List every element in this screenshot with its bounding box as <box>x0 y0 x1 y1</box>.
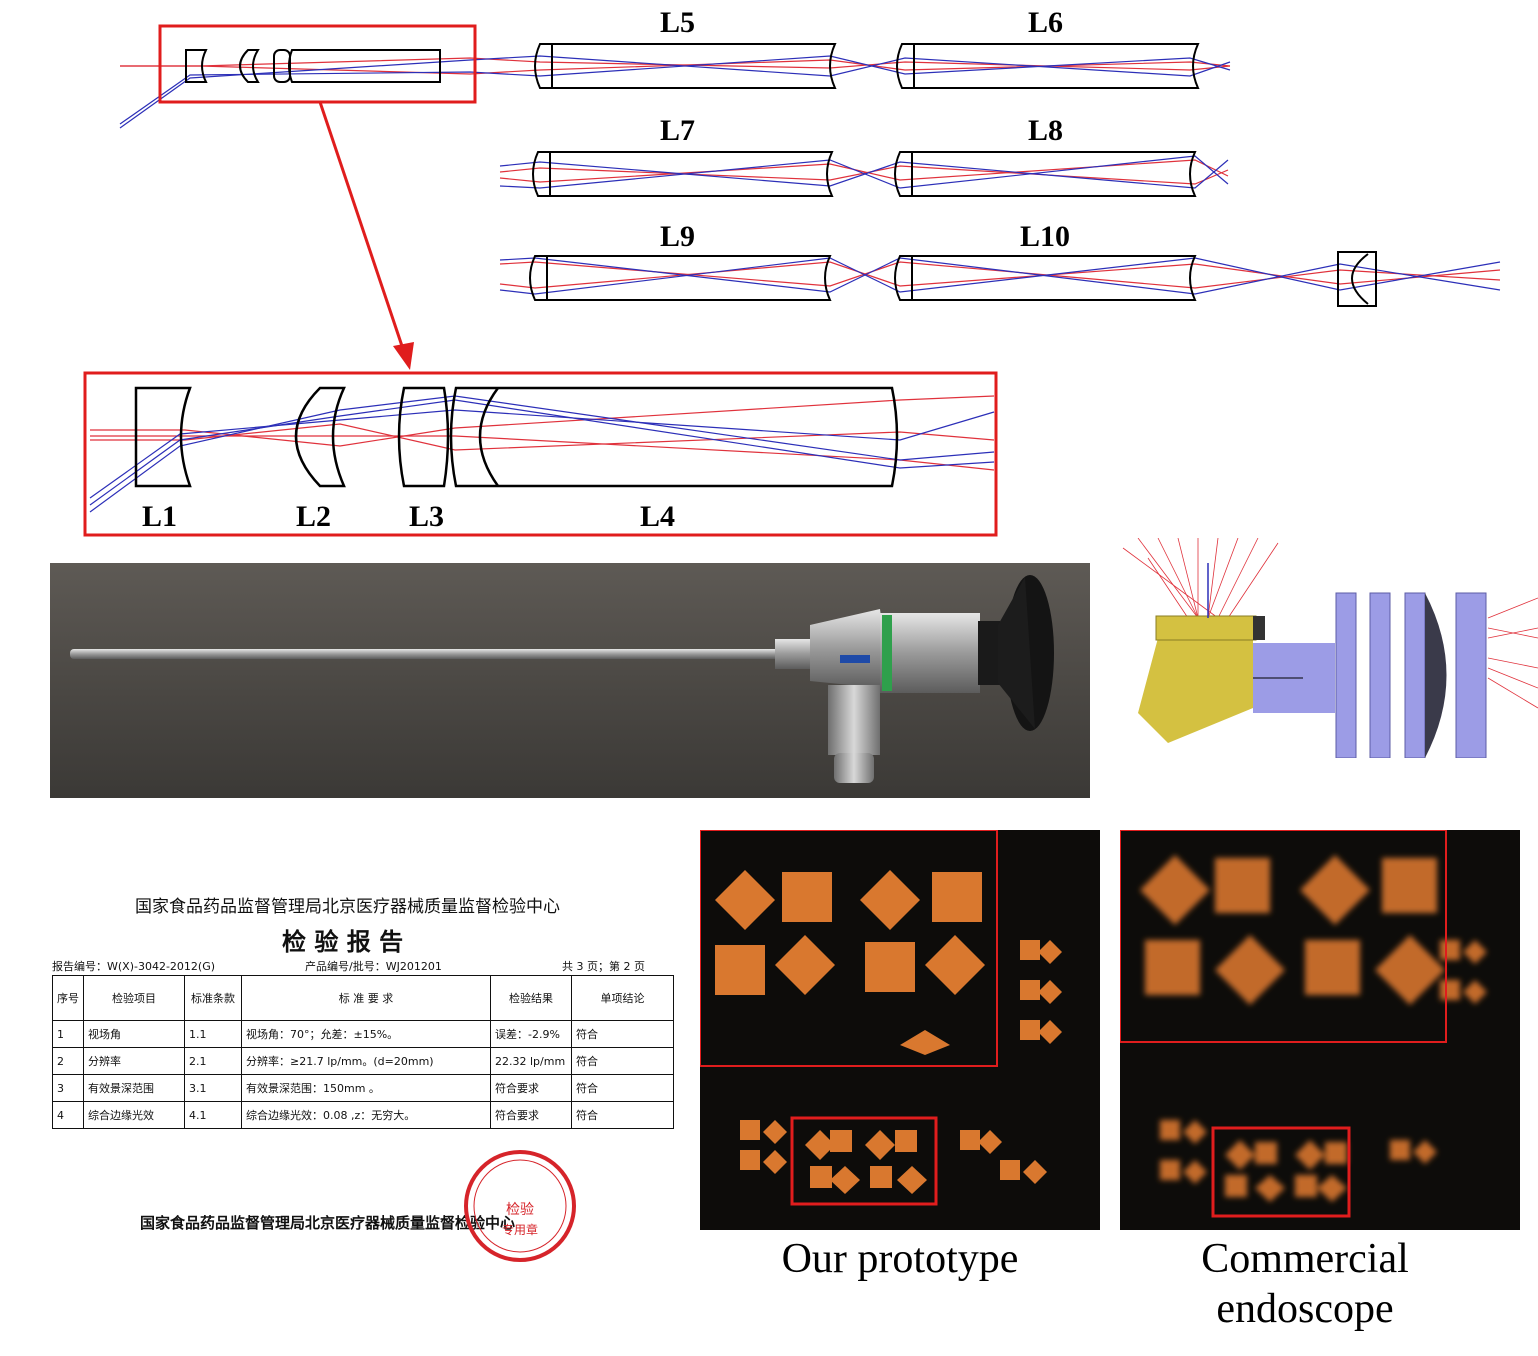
table-row: 1 视场角 1.1 视场角：70°；允差：±15%。 误差：-2.9% 符合 <box>52 1020 674 1048</box>
table-cell: 分辨率：≥21.7 lp/mm。(d=20mm) <box>241 1047 491 1075</box>
relay-lens-layout <box>83 24 1501 537</box>
table-cell: 符合 <box>571 1047 674 1075</box>
table-cell: 综合边缘光效：0.08 ,z：无穷大。 <box>241 1101 491 1129</box>
prototype-resolution-image <box>700 830 1100 1230</box>
table-cell: 22.32 lp/mm <box>490 1047 572 1075</box>
lens-label-l3: L3 <box>409 500 445 533</box>
table-cell: 符合 <box>571 1020 674 1048</box>
commercial-resolution-image <box>1120 830 1520 1230</box>
table-cell: 有效景深范围：150mm 。 <box>241 1074 491 1102</box>
table-cell: 2 <box>52 1047 84 1075</box>
inspection-report: 国家食品药品监督管理局北京医疗器械质量监督检验中心 检 验 报 告 报告编号：W… <box>50 880 680 1262</box>
table-cell: 4.1 <box>184 1101 242 1129</box>
table-row: 3 有效景深范围 3.1 有效景深范围：150mm 。 符合要求 符合 <box>52 1074 674 1102</box>
report-footer: 国家食品药品监督管理局北京医疗器械质量监督检验中心 <box>140 1214 516 1232</box>
ray-bundle-row2 <box>499 155 1229 189</box>
endoscope-photo <box>50 563 1090 798</box>
table-cell: 1.1 <box>184 1020 242 1048</box>
report-title: 检 验 报 告 <box>282 928 404 956</box>
table-cell: 2.1 <box>184 1047 242 1075</box>
column-header: 检验结果 <box>490 975 572 1021</box>
zoom-arrow <box>318 101 406 353</box>
zoom-lenses <box>134 386 899 488</box>
lens-label-l6: L6 <box>1028 6 1064 39</box>
report-table: 序号 检验项目 标准条款 标 准 要 求 检验结果 单项结论 1 视场角 1.1… <box>52 975 674 1129</box>
table-row: 2 分辨率 2.1 分辨率：≥21.7 lp/mm。(d=20mm) 22.32… <box>52 1047 674 1075</box>
table-cell: 符合 <box>571 1101 674 1129</box>
zoom-arrow-head <box>393 342 414 370</box>
column-header: 序号 <box>52 975 84 1021</box>
table-cell: 符合 <box>571 1074 674 1102</box>
table-cell: 有效景深范围 <box>83 1074 185 1102</box>
row1-lenses <box>185 43 1200 89</box>
report-header: 国家食品药品监督管理局北京医疗器械质量监督检验中心 <box>135 897 560 917</box>
lens-label-l8: L8 <box>1028 114 1064 147</box>
lens-label-l9: L9 <box>660 220 696 253</box>
table-header-row: 序号 检验项目 标准条款 标 准 要 求 检验结果 单项结论 <box>52 975 674 1021</box>
table-cell: 分辨率 <box>83 1047 185 1075</box>
table-cell: 3 <box>52 1074 84 1102</box>
column-header: 检验项目 <box>83 975 185 1021</box>
row2-lenses <box>532 151 1197 197</box>
table-cell: 3.1 <box>184 1074 242 1102</box>
column-header: 单项结论 <box>571 975 674 1021</box>
lens-label-l7: L7 <box>660 114 696 147</box>
ray-bundle-row1 <box>119 55 1231 129</box>
table-cell: 符合要求 <box>490 1101 572 1129</box>
official-seal: 检验 专用章 <box>464 1150 576 1262</box>
caption-commercial: Commercial endoscope <box>1201 1236 1409 1333</box>
row3-lenses <box>529 251 1377 307</box>
table-row: 4 综合边缘光效 4.1 综合边缘光效：0.08 ,z：无穷大。 符合要求 符合 <box>52 1101 674 1129</box>
table-cell: 符合要求 <box>490 1074 572 1102</box>
lens-label-l4: L4 <box>640 500 676 533</box>
product-number: 产品编号/批号：WJ201201 <box>305 960 442 973</box>
zoom-ray-bundle <box>89 395 995 513</box>
highlight-box-zoom <box>83 371 998 537</box>
table-cell: 1 <box>52 1020 84 1048</box>
table-cell: 误差：-2.9% <box>490 1020 572 1048</box>
column-header: 标 准 要 求 <box>241 975 491 1021</box>
lens-label-l5: L5 <box>660 6 696 39</box>
optical-simulation-3d <box>1118 537 1538 759</box>
highlight-box-small <box>158 24 477 104</box>
page-info: 共 3 页；第 2 页 <box>562 960 645 973</box>
column-header: 标准条款 <box>184 975 242 1021</box>
lens-label-l2: L2 <box>296 500 332 533</box>
svg-text:专用章: 专用章 <box>502 1222 538 1237</box>
table-cell: 4 <box>52 1101 84 1129</box>
ray-bundle-row3 <box>499 257 1501 295</box>
table-cell: 综合边缘光效 <box>83 1101 185 1129</box>
table-cell: 视场角：70°；允差：±15%。 <box>241 1020 491 1048</box>
table-cell: 视场角 <box>83 1020 185 1048</box>
lens-label-l1: L1 <box>142 500 178 533</box>
caption-prototype: Our prototype <box>781 1236 1019 1282</box>
report-number: 报告编号：W(X)-3042-2012(G) <box>52 960 216 973</box>
lens-label-l10: L10 <box>1020 220 1071 253</box>
svg-text:检验: 检验 <box>506 1202 534 1218</box>
